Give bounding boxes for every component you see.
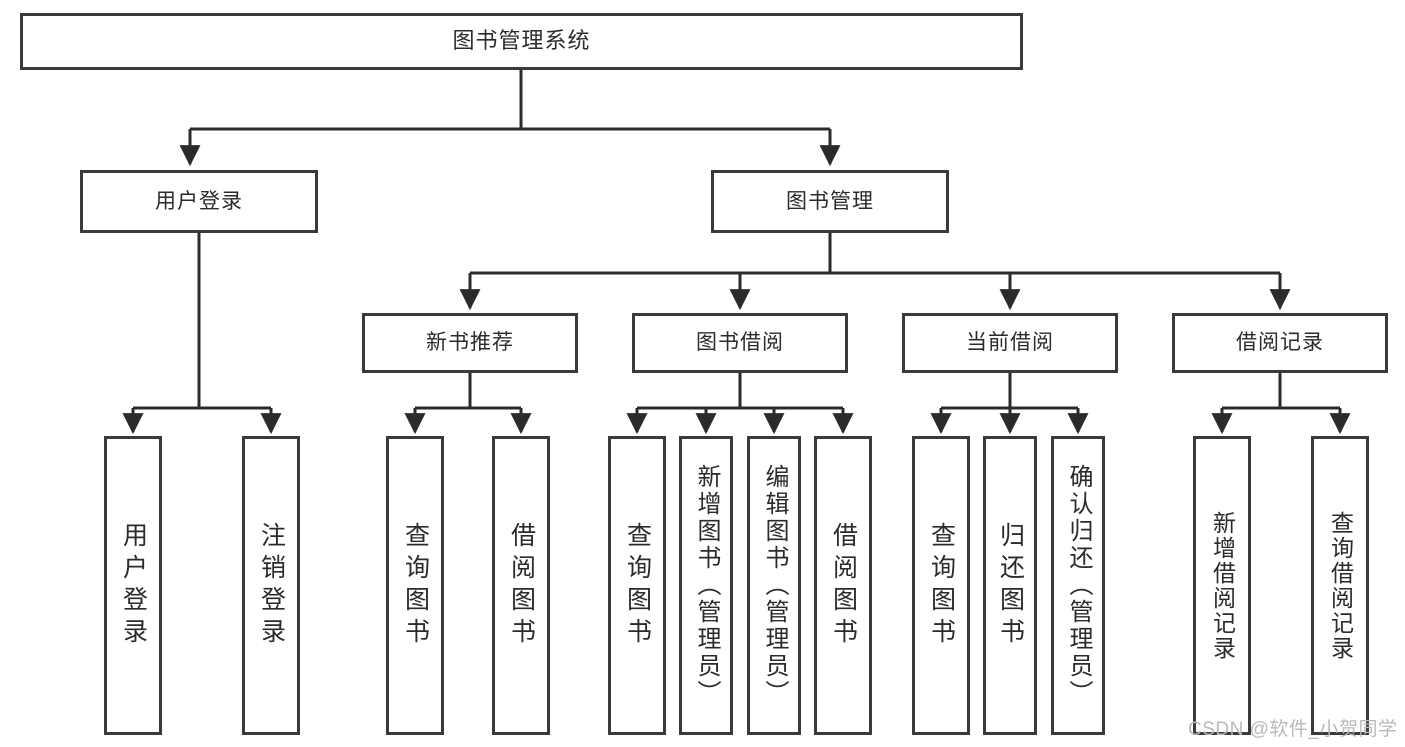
- node-user-login[interactable]: 用户登录: [80, 170, 318, 233]
- leaf-current-borrow-query-book[interactable]: 查询图书: [912, 436, 970, 735]
- leaf-book-borrow-query-book[interactable]: 查询图书: [608, 436, 666, 735]
- node-borrow-record[interactable]: 借阅记录: [1172, 313, 1388, 373]
- node-book-borrow[interactable]: 图书借阅: [632, 313, 848, 373]
- node-book-manage[interactable]: 图书管理: [711, 170, 949, 233]
- leaf-book-borrow-borrow-book[interactable]: 借阅图书: [814, 436, 872, 735]
- leaf-borrow-record-add-record[interactable]: 新增借阅记录: [1193, 436, 1251, 735]
- leaf-current-borrow-return-book[interactable]: 归还图书: [983, 436, 1037, 735]
- csdn-watermark: CSDN @软件_小贺同学: [1188, 719, 1398, 740]
- leaf-user-login-logout[interactable]: 注销登录: [242, 436, 300, 735]
- leaf-user-login-login[interactable]: 用户登录: [104, 436, 162, 735]
- leaf-book-borrow-edit-book-admin[interactable]: 编辑图书（管理员）: [747, 436, 801, 735]
- leaf-borrow-record-query-record[interactable]: 查询借阅记录: [1311, 436, 1369, 735]
- leaf-new-book-borrow-book[interactable]: 借阅图书: [492, 436, 550, 735]
- leaf-new-book-query-book[interactable]: 查询图书: [386, 436, 444, 735]
- node-root[interactable]: 图书管理系统: [20, 13, 1023, 70]
- leaf-book-borrow-add-book-admin[interactable]: 新增图书（管理员）: [679, 436, 733, 735]
- node-current-borrow[interactable]: 当前借阅: [902, 313, 1118, 373]
- leaf-current-borrow-confirm-return-admin[interactable]: 确认归还（管理员）: [1051, 436, 1105, 735]
- node-new-book-recommend[interactable]: 新书推荐: [362, 313, 578, 373]
